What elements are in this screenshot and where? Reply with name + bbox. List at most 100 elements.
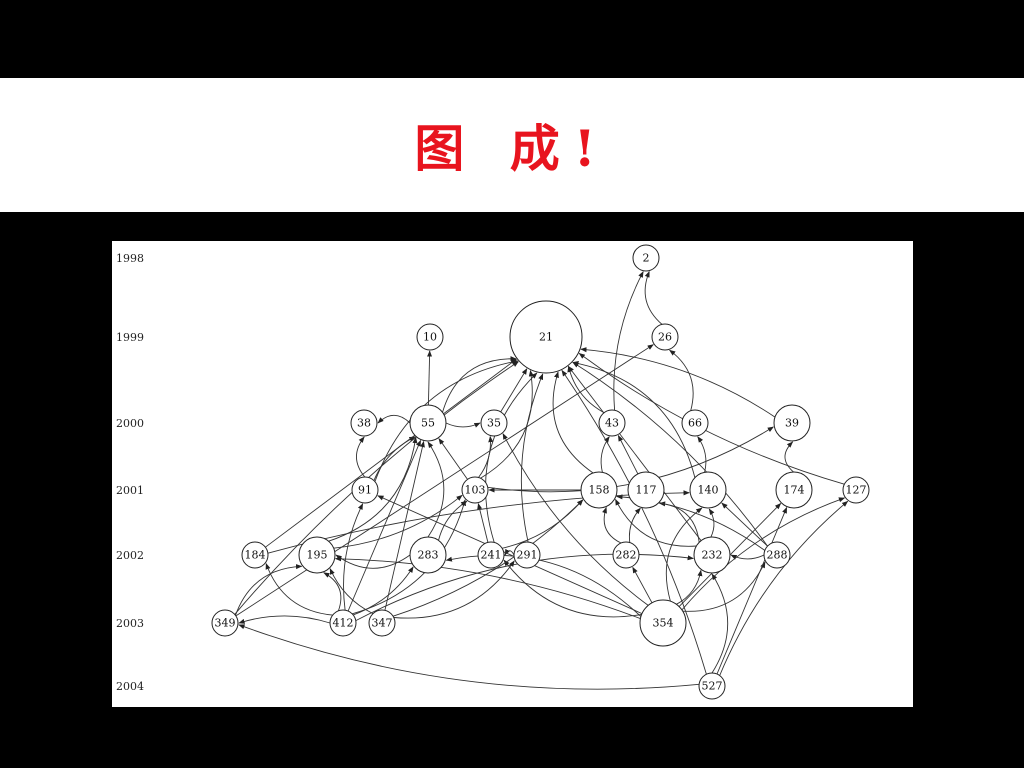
node-label-282: 282: [616, 549, 637, 562]
edge-354-to-232: [676, 569, 703, 605]
top-black-bar: [0, 0, 1024, 78]
edge-354-to-282: [632, 566, 653, 604]
node-347: 347: [368, 609, 396, 637]
node-103: 103: [461, 476, 489, 504]
edge-283-to-55: [427, 441, 445, 538]
edge-158-to-21: [552, 371, 594, 474]
edge-103-to-21: [480, 369, 534, 479]
edge-412-to-184: [265, 563, 333, 616]
edge-140-to-21: [572, 361, 696, 478]
node-label-184: 184: [245, 549, 266, 562]
node-26: 26: [651, 323, 679, 351]
node-label-10: 10: [423, 331, 437, 344]
year-label-2002: 2002: [116, 549, 144, 562]
edge-195-to-55: [328, 436, 418, 542]
edge-412-to-195: [323, 572, 342, 612]
edge-158-to-43: [600, 436, 610, 473]
node-38: 38: [350, 409, 378, 437]
edge-91-to-38: [356, 436, 366, 478]
edge-232-to-140: [708, 508, 715, 538]
node-circle-174: [775, 471, 813, 509]
node-label-55: 55: [421, 417, 435, 430]
edge-354-to-35: [502, 433, 649, 606]
node-140: 140: [689, 471, 727, 509]
node-circle-35: [480, 409, 508, 437]
node-195: 195: [298, 536, 336, 574]
slide-title: 图 成!: [414, 119, 610, 178]
year-label-2003: 2003: [116, 617, 144, 630]
edge-288-to-21: [572, 362, 768, 547]
edge-91-to-21: [374, 359, 519, 482]
node-91: 91: [351, 476, 379, 504]
edge-103-to-55: [438, 438, 468, 480]
node-527: 527: [698, 672, 726, 700]
edge-174-to-39: [784, 441, 794, 473]
node-55: 55: [409, 404, 447, 442]
edge-527-to-232: [711, 573, 729, 674]
node-288: 288: [763, 541, 791, 569]
node-35: 35: [480, 409, 508, 437]
node-circle-21: [509, 300, 583, 374]
node-circle-55: [409, 404, 447, 442]
node-label-39: 39: [785, 417, 799, 430]
edge-347-to-291: [393, 560, 515, 619]
node-10: 10: [416, 323, 444, 351]
node-circle-412: [329, 609, 357, 637]
node-174: 174: [775, 471, 813, 509]
edge-282-to-117: [628, 507, 641, 543]
year-label-1999: 1999: [116, 331, 144, 344]
node-label-288: 288: [767, 549, 788, 562]
node-circle-527: [698, 672, 726, 700]
node-label-35: 35: [487, 417, 501, 430]
node-circle-2: [632, 244, 660, 272]
edge-66-to-26: [669, 349, 694, 411]
edge-241-to-158: [501, 499, 584, 549]
node-117: 117: [627, 471, 665, 509]
edge-354-to-241: [503, 559, 642, 618]
node-232: 232: [693, 536, 731, 574]
node-circle-127: [842, 476, 870, 504]
edge-288-to-140: [721, 502, 768, 547]
node-circle-282: [612, 541, 640, 569]
edge-288-to-232: [730, 554, 765, 560]
node-label-283: 283: [418, 549, 439, 562]
node-label-2: 2: [643, 252, 650, 265]
node-circle-103: [461, 476, 489, 504]
node-label-291: 291: [517, 549, 538, 562]
edge-232-to-117: [658, 501, 700, 543]
node-circle-10: [416, 323, 444, 351]
edge-349-to-26: [235, 344, 654, 617]
node-158: 158: [580, 471, 618, 509]
node-circle-91: [351, 476, 379, 504]
year-label-2004: 2004: [116, 680, 144, 693]
node-circle-66: [681, 409, 709, 437]
node-circle-43: [598, 409, 626, 437]
node-circle-38: [350, 409, 378, 437]
edge-184-to-21: [265, 358, 517, 548]
edge-283-to-195: [335, 554, 411, 569]
edge-55-to-38: [377, 414, 411, 424]
node-label-103: 103: [465, 484, 486, 497]
node-label-127: 127: [846, 484, 867, 497]
edge-241-to-21: [485, 372, 538, 543]
node-127: 127: [842, 476, 870, 504]
edge-412-to-103: [352, 499, 467, 615]
node-circle-349: [211, 609, 239, 637]
edge-347-to-55: [384, 440, 425, 611]
node-circle-39: [773, 404, 811, 442]
node-label-174: 174: [784, 484, 805, 497]
edge-527-to-174: [716, 506, 788, 675]
node-label-347: 347: [372, 617, 393, 630]
edge-140-to-66: [697, 436, 707, 473]
year-label-2001: 2001: [116, 484, 144, 497]
edge-412-to-349: [238, 615, 331, 624]
edge-354-to-91: [377, 495, 643, 615]
node-label-241: 241: [481, 549, 502, 562]
node-circle-140: [689, 471, 727, 509]
node-label-140: 140: [698, 484, 719, 497]
edge-282-to-158: [602, 506, 622, 544]
node-label-195: 195: [307, 549, 328, 562]
